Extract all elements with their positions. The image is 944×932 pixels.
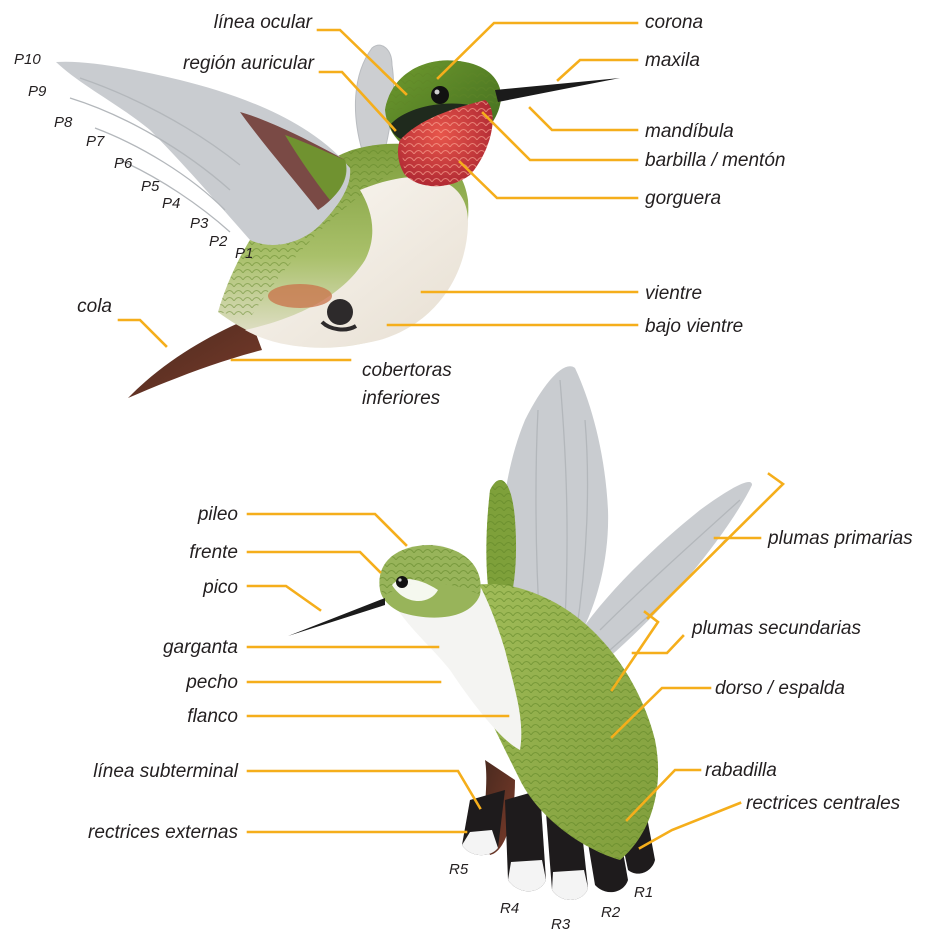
label-p4: P4: [162, 195, 180, 212]
bill-2: [288, 598, 385, 636]
label-plumas-primarias: plumas primarias: [767, 528, 913, 549]
label-cobertoras-2: inferiores: [362, 388, 441, 409]
label-rectrices-externas: rectrices externas: [88, 822, 238, 843]
label-p7: P7: [86, 133, 105, 150]
label-p1: P1: [235, 245, 253, 262]
label-barbilla: barbilla / mentón: [645, 150, 785, 171]
label-maxila: maxila: [645, 50, 700, 71]
label-vientre: vientre: [645, 283, 702, 304]
label-garganta: garganta: [163, 637, 238, 658]
label-pecho: pecho: [185, 672, 238, 693]
label-region-auricular: región auricular: [183, 53, 315, 74]
leader-mandibula: [530, 108, 637, 130]
label-pileo: pileo: [197, 504, 238, 525]
label-rectrices-centrales: rectrices centrales: [746, 793, 901, 814]
bill: [495, 78, 620, 102]
label-p10: P10: [14, 51, 41, 68]
label-bajo-vientre: bajo vientre: [645, 316, 743, 337]
label-plumas-secundarias: plumas secundarias: [691, 618, 861, 639]
bottom-hummingbird-illustration: [288, 366, 752, 900]
label-mandibula: mandíbula: [645, 121, 734, 142]
leader-pico: [248, 586, 320, 610]
leader-linea-subterminal: [248, 771, 480, 808]
leader-maxila: [558, 60, 637, 80]
label-p5: P5: [141, 178, 160, 195]
label-p8: P8: [54, 114, 73, 131]
label-cola: cola: [77, 296, 112, 317]
label-r4: R4: [500, 900, 519, 917]
label-p6: P6: [114, 155, 133, 172]
label-cobertoras-1: cobertoras: [362, 360, 452, 381]
far-wing: [355, 45, 393, 150]
label-r2: R2: [601, 904, 621, 921]
label-r3: R3: [551, 916, 571, 932]
leader-frente: [248, 552, 380, 572]
leader-plumas-secundarias: [633, 636, 683, 653]
leader-barbilla: [483, 113, 637, 160]
label-r5: R5: [449, 861, 469, 878]
label-pico: pico: [202, 577, 238, 598]
label-linea-ocular: línea ocular: [214, 12, 313, 33]
label-r1: R1: [634, 884, 653, 901]
label-p3: P3: [190, 215, 209, 232]
label-corona: corona: [645, 12, 703, 33]
top-hummingbird-illustration: [56, 45, 620, 398]
leader-rectrices-centrales: [640, 803, 740, 848]
label-rabadilla: rabadilla: [705, 760, 777, 781]
label-linea-subterminal: línea subterminal: [93, 761, 238, 782]
leader-gorguera: [460, 162, 637, 198]
label-frente: frente: [189, 542, 238, 563]
label-p2: P2: [209, 233, 228, 250]
label-p9: P9: [28, 83, 47, 100]
label-flanco: flanco: [187, 706, 238, 727]
label-dorso: dorso / espalda: [715, 678, 845, 699]
leader-cola: [119, 320, 166, 346]
label-gorguera: gorguera: [645, 188, 721, 209]
leader-pileo: [248, 514, 406, 545]
tail: [128, 318, 262, 398]
